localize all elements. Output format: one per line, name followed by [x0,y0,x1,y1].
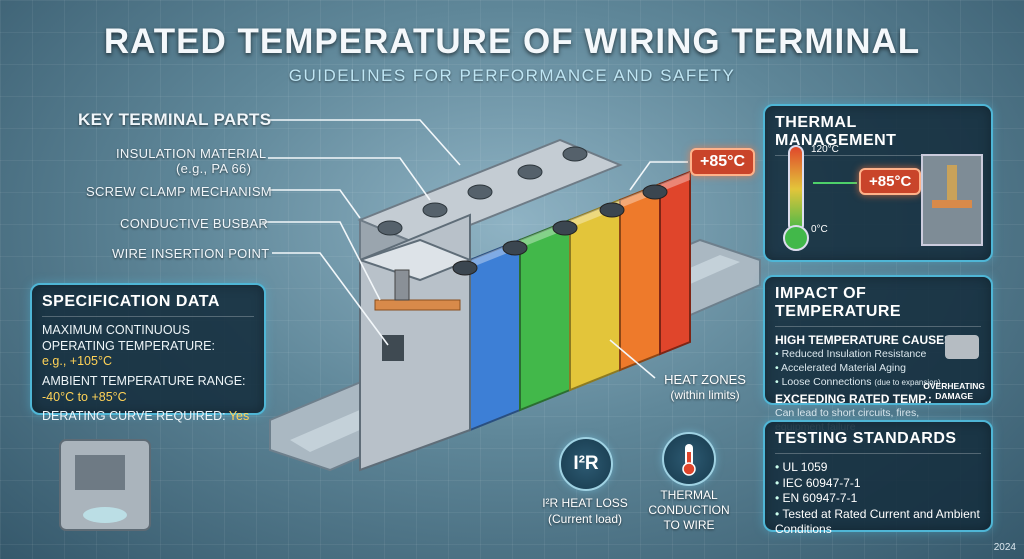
damage-caption: DAMAGE [935,391,974,401]
overheated-terminal-sketch [59,439,151,531]
wire-insertion-label: WIRE INSERTION POINT [112,246,270,261]
high-temp-heading: HIGH TEMPERATURE CAUSES: [775,333,957,347]
thermal-conduction-line2: CONDUCTION [648,503,730,517]
high-temp-list: Reduced Insulation Resistance Accelerate… [775,347,981,390]
testing-title: TESTING STANDARDS [775,430,981,454]
heat-zones-note: (within limits) [670,388,740,402]
page-subtitle: GUIDELINES FOR PERFORMANCE AND SAFETY [288,66,736,85]
module-orange [619,182,661,372]
derating-value: Yes [228,409,250,424]
module-blue [469,238,521,432]
ambient-range-value: -40°C to +85°C [42,389,127,404]
terminal-cross-section-icon [921,154,983,246]
thermal-arrow [813,182,857,184]
testing-list: UL 1059 IEC 60947-7-1 EN 60947-7-1 Teste… [775,460,981,538]
thermal-max-tick: 120°C [811,144,839,155]
insulation-label: INSULATION MATERIAL [116,146,267,161]
wire-entry [382,335,404,361]
specification-title: SPECIFICATION DATA [42,293,254,317]
thermal-management-panel: THERMAL MANAGEMENT 120°C 0°C +85°C [763,104,993,262]
exceeding-heading: EXCEEDING RATED TEMP.: [775,391,932,406]
i2r-current-load-label: (Current load) [547,512,623,526]
ambient-range-label: AMBIENT TEMPERATURE RANGE: [42,373,246,388]
i2r-heat-loss-label: I²R HEAT LOSS [542,496,628,510]
key-parts-heading: KEY TERMINAL PARTS [78,110,272,129]
module-green [519,218,571,412]
list-item: Reduced Insulation Resistance [775,347,981,361]
list-item: EN 60947-7-1 [775,491,981,507]
list-item: Tested at Rated Current and Ambient Cond… [775,507,981,538]
insulation-note: (e.g., PA 66) [176,161,252,176]
thermal-conduction-line3: TO WIRE [663,518,715,532]
leader-lines [262,119,688,379]
thermal-title: THERMAL MANAGEMENT [775,114,981,156]
max-temp-label: MAXIMUM CONTINUOUS OPERATING TEMPERATURE… [42,323,215,353]
terminal-module-front [356,213,473,472]
terminal-temperature-badge: +85°C [690,148,756,176]
screw-clamp-label: SCREW CLAMP MECHANISM [86,184,272,199]
year-label: 2024 [993,542,1016,553]
heat-zones-label: HEAT ZONES [664,372,746,387]
overheating-caption: OVERHEATING [923,381,985,391]
thermometer-icon [783,145,809,251]
overheating-icon [945,335,979,359]
module-red [659,170,691,356]
thermal-badge: +85°C [859,168,922,195]
list-item: Accelerated Material Aging [775,361,981,375]
testing-standards-panel: TESTING STANDARDS UL 1059 IEC 60947-7-1 … [763,420,993,536]
list-item: Loose Connections (due to expansion) [775,375,981,389]
thermal-min-tick: 0°C [811,224,828,235]
specification-panel: SPECIFICATION DATA MAXIMUM CONTINUOUS OP… [30,283,266,423]
max-temp-value: e.g., +105°C [42,354,112,369]
busbar-label: CONDUCTIVE BUSBAR [120,216,269,231]
impact-title: IMPACT OF TEMPERATURE [775,285,981,327]
module-yellow [569,198,621,392]
derating-label: DERATING CURVE REQUIRED: [42,409,226,424]
list-item: UL 1059 [775,460,981,476]
thermal-conduction-line1: THERMAL [660,488,718,502]
i2r-icon: I²R [559,437,613,491]
busbar [374,299,461,311]
impact-panel: IMPACT OF TEMPERATURE HIGH TEMPERATURE C… [763,275,993,433]
screw-clamp [394,269,410,301]
thermometer-conduction-icon [662,432,716,486]
list-item: IEC 60947-7-1 [775,476,981,492]
screw-holes [377,146,668,276]
page-title: RATED TEMPERATURE OF WIRING TERMINAL [103,22,921,61]
